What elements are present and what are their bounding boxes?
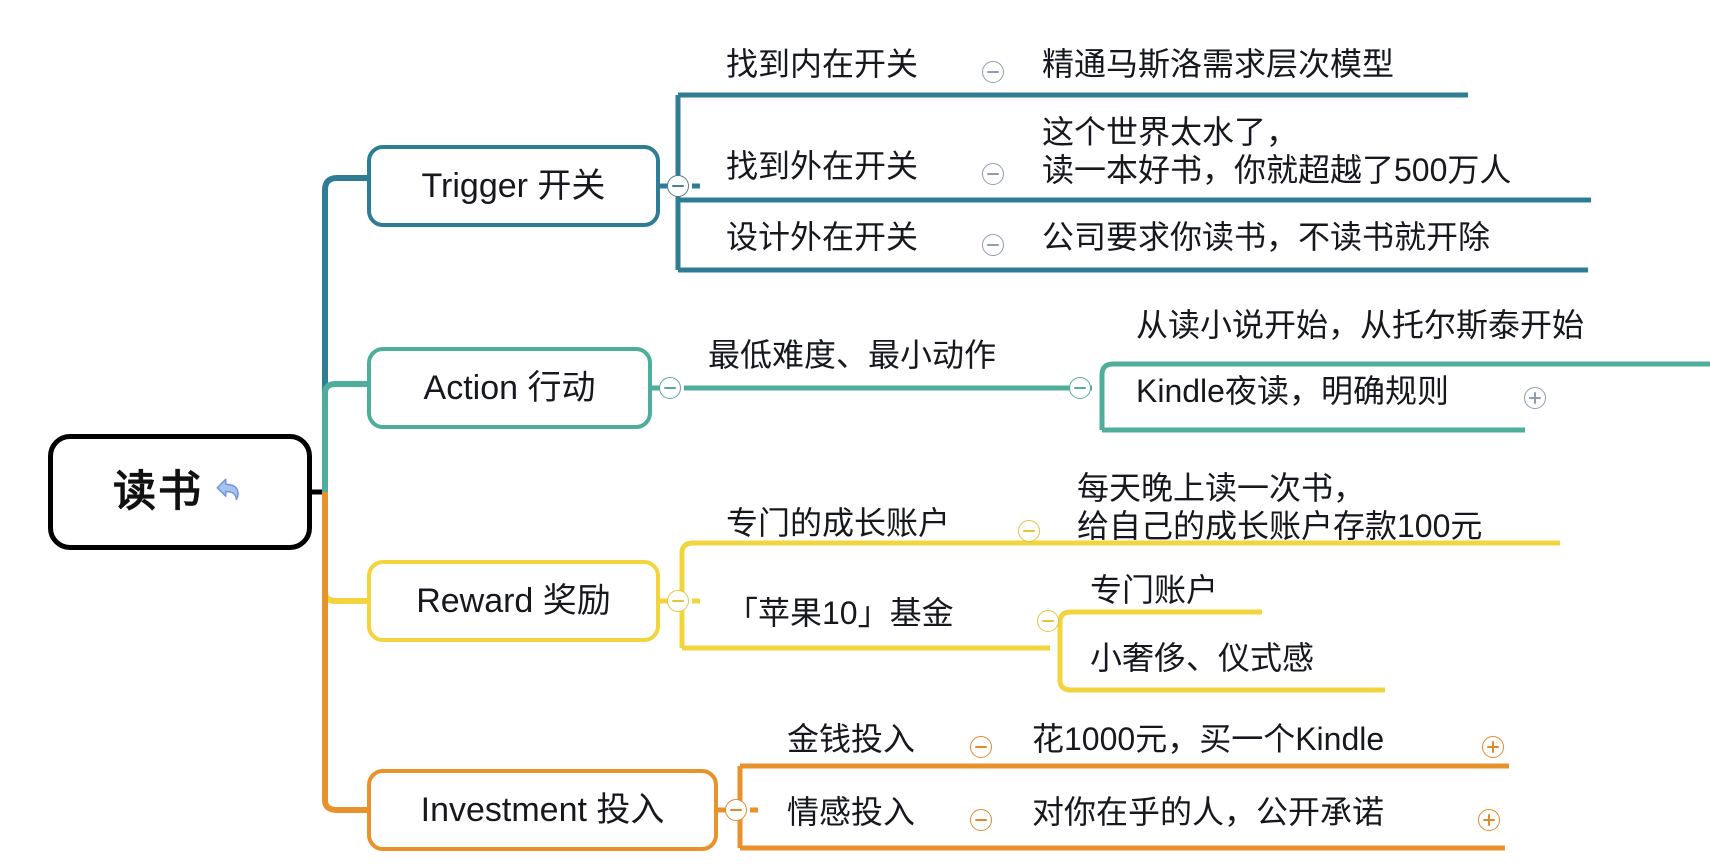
leaf-label-nightly-deposit[interactable]: 每天晚上读一次书， 给自己的成长账户存款100元 xyxy=(1077,470,1483,544)
leaf-label-small-luxury[interactable]: 小奢侈、仪式感 xyxy=(1090,640,1315,676)
toggle-minimum-difficulty[interactable] xyxy=(1069,377,1091,399)
toggle-design-outer-switch[interactable] xyxy=(982,234,1004,256)
leaf-label-public-promise[interactable]: 对你在乎的人，公开承诺 xyxy=(1032,794,1385,830)
toggle-growth-account[interactable] xyxy=(1018,520,1040,542)
toggle-reward[interactable] xyxy=(667,590,689,612)
subnode-label-minimum-difficulty[interactable]: 最低难度、最小动作 xyxy=(708,337,997,373)
toggle-money-investment[interactable] xyxy=(970,736,992,758)
leaf-label-company-requires[interactable]: 公司要求你读书，不读书就开除 xyxy=(1042,219,1491,255)
branch-node-reward[interactable]: Reward 奖励 xyxy=(367,560,660,642)
subnode-label-find-outer-switch[interactable]: 找到外在开关 xyxy=(726,148,919,184)
rotate-refresh-icon[interactable] xyxy=(213,475,247,509)
branch-label-trigger: Trigger 开关 xyxy=(421,167,606,205)
subnode-label-apple10-fund[interactable]: 「苹果10」基金 xyxy=(726,595,954,631)
toggle-apple10-fund[interactable] xyxy=(1037,610,1059,632)
leaf-label-start-with-novels[interactable]: 从读小说开始，从托尔斯泰开始 xyxy=(1136,307,1585,343)
leaf-label-world-too-shallow[interactable]: 这个世界太水了， 读一本好书，你就超越了500万人 xyxy=(1042,114,1512,188)
branch-label-action: Action 行动 xyxy=(423,369,596,407)
leaf-label-maslow[interactable]: 精通马斯洛需求层次模型 xyxy=(1042,46,1395,82)
toggle-buy-kindle[interactable] xyxy=(1482,736,1504,758)
branch-node-action[interactable]: Action 行动 xyxy=(367,347,652,429)
toggle-action[interactable] xyxy=(659,377,681,399)
leaf-label-dedicated-account[interactable]: 专门账户 xyxy=(1090,572,1219,608)
leaf-label-buy-kindle[interactable]: 花1000元，买一个Kindle xyxy=(1032,721,1385,757)
subnode-label-emotional-investment[interactable]: 情感投入 xyxy=(787,794,916,830)
branch-label-reward: Reward 奖励 xyxy=(416,582,611,620)
branch-node-trigger[interactable]: Trigger 开关 xyxy=(367,145,660,227)
subnode-label-growth-account[interactable]: 专门的成长账户 xyxy=(726,505,951,541)
branch-node-investment[interactable]: Investment 投入 xyxy=(367,769,718,851)
leaf-label-kindle-night-reading[interactable]: Kindle夜读，明确规则 xyxy=(1136,373,1449,409)
root-node[interactable]: 读书 xyxy=(48,434,312,550)
subnode-label-find-inner-switch[interactable]: 找到内在开关 xyxy=(726,46,919,82)
toggle-find-inner-switch[interactable] xyxy=(982,61,1004,83)
toggle-public-promise[interactable] xyxy=(1478,809,1500,831)
toggle-kindle-night-reading[interactable] xyxy=(1524,387,1546,409)
toggle-emotional-investment[interactable] xyxy=(970,809,992,831)
toggle-investment[interactable] xyxy=(725,799,747,821)
toggle-find-outer-switch[interactable] xyxy=(982,163,1004,185)
toggle-trigger[interactable] xyxy=(667,175,689,197)
subnode-label-money-investment[interactable]: 金钱投入 xyxy=(787,721,916,757)
root-label: 读书 xyxy=(113,467,203,516)
branch-label-investment: Investment 投入 xyxy=(420,791,665,829)
subnode-label-design-outer-switch[interactable]: 设计外在开关 xyxy=(726,219,919,255)
